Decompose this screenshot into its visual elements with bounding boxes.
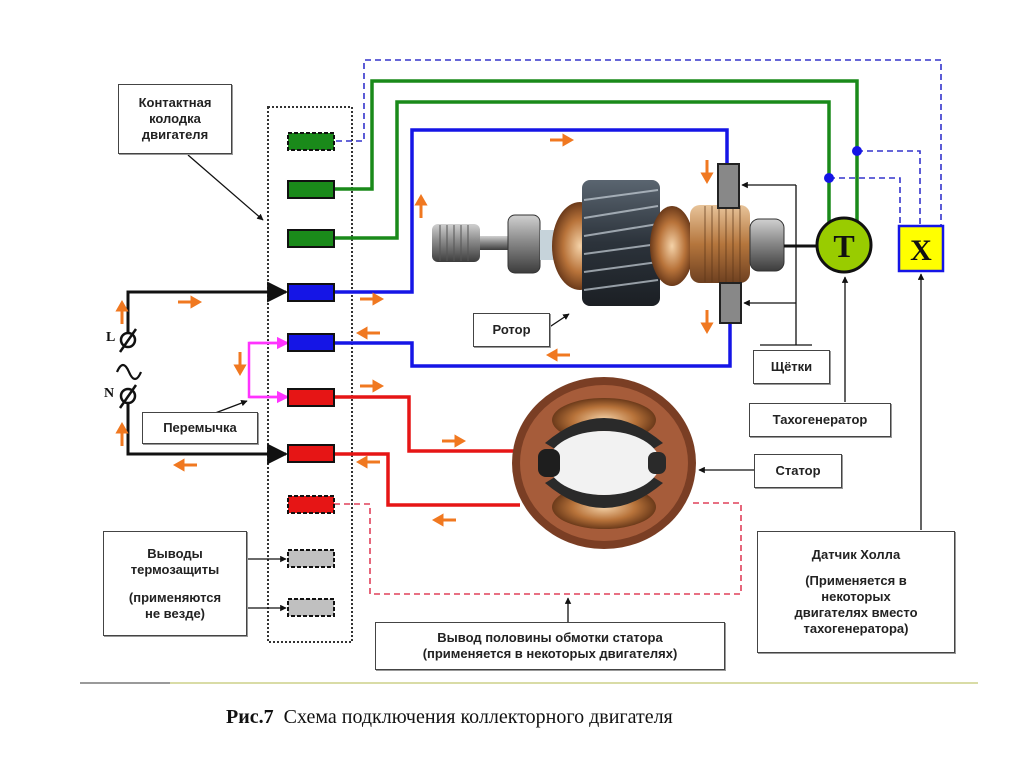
- divider: [80, 682, 978, 684]
- label-line: Контактная: [138, 95, 212, 110]
- label-line: не везде): [144, 605, 206, 621]
- current-arrow-left-icon: [431, 513, 456, 527]
- jumper-wire: [247, 336, 290, 404]
- hall-sensor-wires: [336, 59, 942, 226]
- terminal-7: [287, 444, 335, 463]
- label-line: Статор: [775, 463, 821, 478]
- current-arrow-right-icon: [550, 133, 575, 147]
- label-line: Ротор: [492, 322, 531, 337]
- current-arrow-up-icon: [115, 299, 129, 324]
- label-line: Перемычка: [163, 420, 237, 435]
- label-line: Щётки: [770, 359, 813, 374]
- label-line: Выводы: [147, 545, 203, 561]
- stator-label: Статор: [754, 454, 842, 488]
- power-terminal-l: [118, 328, 138, 353]
- label-line: Датчик Холла: [811, 547, 901, 562]
- divider-accent: [80, 682, 170, 684]
- label-line: термозащиты: [130, 561, 220, 577]
- tacho-wires: [334, 79, 859, 240]
- terminal-block-label: Контактная колодка двигателя: [118, 84, 232, 154]
- figure-caption: Рис.7 Схема подключения коллекторного дв…: [226, 706, 673, 729]
- current-arrow-right-icon: [442, 434, 467, 448]
- current-arrow-left-icon: [355, 455, 380, 469]
- figure-title: Схема подключения коллекторного двигател…: [283, 706, 673, 728]
- terminal-4: [287, 283, 335, 302]
- brushes-label: Щётки: [753, 350, 830, 384]
- current-arrow-left-icon: [545, 348, 570, 362]
- label-line: (Применяется в: [805, 573, 907, 588]
- stator-image: [512, 377, 696, 549]
- figure-number: Рис.7: [226, 706, 274, 728]
- half-winding-wire: [334, 502, 742, 595]
- ac-symbol-icon: [115, 363, 143, 381]
- hall-sensor-symbol: X: [897, 224, 945, 273]
- tachogenerator-symbol: T: [815, 216, 873, 274]
- current-arrow-right-icon: [360, 292, 385, 306]
- current-arrow-left-icon: [172, 458, 197, 472]
- current-arrow-left-icon: [355, 326, 380, 340]
- wire-junction: [852, 146, 862, 156]
- tacho-symbol-label: T: [833, 228, 854, 264]
- current-arrow-right-icon: [360, 379, 385, 393]
- terminal-3: [287, 229, 335, 248]
- rotor-image: [432, 180, 785, 306]
- neutral-label: N: [104, 386, 115, 401]
- current-flow-arrows: [115, 133, 714, 527]
- rotor-wires: [334, 128, 732, 368]
- label-line: колодка: [149, 111, 201, 126]
- terminal-1: [287, 132, 335, 151]
- terminal-8: [287, 495, 335, 514]
- brush-top: [717, 163, 740, 209]
- tachogenerator-label: Тахогенератор: [749, 403, 891, 437]
- label-line: некоторых: [821, 589, 891, 604]
- wire-junction: [824, 173, 834, 183]
- jumper-label: Перемычка: [142, 412, 258, 444]
- current-arrow-up-icon: [414, 193, 428, 218]
- current-arrow-down-icon: [700, 310, 714, 335]
- terminal-list: [287, 132, 335, 617]
- terminal-9: [287, 549, 335, 568]
- power-terminal-n: [118, 384, 138, 409]
- current-arrow-up-icon: [115, 421, 129, 446]
- label-line: (применяется в некоторых двигателях): [422, 646, 678, 661]
- current-arrow-down-icon: [700, 160, 714, 185]
- rotor-label: Ротор: [473, 313, 550, 347]
- terminal-5: [287, 333, 335, 352]
- terminal-6: [287, 388, 335, 407]
- thermal-protection-label: Выводы термозащиты (применяются не везде…: [103, 531, 247, 636]
- current-arrow-down-icon: [233, 352, 247, 377]
- label-line: Вывод половины обмотки статора: [437, 630, 663, 645]
- terminal-2: [287, 180, 335, 199]
- label-line: двигателя: [141, 127, 209, 142]
- stator-wires: [334, 395, 520, 507]
- label-line: двигателях вместо: [794, 605, 918, 620]
- line-label: L: [106, 330, 116, 345]
- hall-symbol-label: X: [910, 234, 932, 267]
- current-arrow-right-icon: [178, 295, 203, 309]
- hall-sensor-label: Датчик Холла (Применяется в некоторых дв…: [757, 531, 955, 653]
- label-line: Тахогенератор: [772, 412, 868, 427]
- label-line: тахогенератора): [803, 621, 909, 636]
- terminal-10: [287, 598, 335, 617]
- brush-bottom: [719, 282, 742, 324]
- label-line: (применяются: [128, 589, 222, 605]
- terminal-block-frame: [267, 106, 353, 643]
- half-winding-label: Вывод половины обмотки статора (применяе…: [375, 622, 725, 670]
- power-wires: [126, 281, 289, 465]
